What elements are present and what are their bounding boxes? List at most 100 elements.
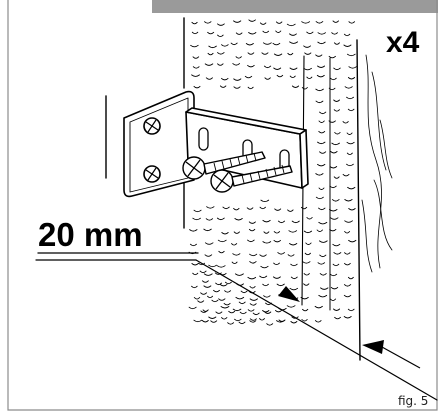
texture-stroke — [343, 44, 352, 47]
texture-stroke — [266, 323, 274, 326]
texture-stroke — [235, 56, 242, 59]
texture-stroke — [245, 43, 254, 46]
texture-stroke — [318, 294, 328, 298]
texture-stroke — [234, 218, 243, 221]
texture-stroke — [249, 318, 257, 321]
texture-stroke — [233, 231, 240, 234]
texture-stroke — [259, 275, 268, 279]
texture-stroke — [247, 239, 255, 243]
texture-stroke — [239, 311, 247, 315]
texture-stroke — [348, 239, 357, 243]
texture-stroke — [287, 254, 295, 257]
texture-stroke — [304, 52, 312, 55]
texture-stroke — [344, 231, 351, 234]
texture-stroke — [198, 262, 206, 266]
texture-stroke — [204, 254, 213, 257]
texture-stroke — [201, 320, 209, 323]
texture-stroke — [232, 253, 241, 256]
texture-stroke — [193, 297, 201, 300]
texture-stroke — [233, 86, 241, 89]
texture-stroke — [347, 276, 354, 280]
texture-stroke — [197, 300, 205, 303]
texture-stroke — [217, 23, 225, 26]
texture-stroke — [260, 265, 269, 269]
texture-stroke — [262, 241, 272, 244]
texture-stroke — [317, 65, 326, 68]
texture-stroke — [275, 309, 282, 313]
texture-stroke — [319, 151, 327, 154]
texture-stroke — [262, 219, 271, 223]
texture-stroke — [273, 239, 281, 243]
texture-stroke — [248, 19, 256, 22]
texture-stroke — [247, 64, 255, 68]
texture-stroke — [213, 289, 220, 293]
texture-stroke — [289, 243, 298, 246]
texture-stroke — [240, 290, 248, 294]
figure-label: fig. 5 — [398, 394, 429, 408]
texture-stroke — [233, 207, 240, 211]
texture-stroke — [215, 311, 223, 314]
texture-stroke — [305, 242, 312, 245]
texture-stroke — [318, 120, 325, 123]
texture-stroke — [290, 321, 298, 324]
texture-stroke — [304, 252, 311, 256]
wood-grain — [361, 54, 393, 273]
texture-stroke — [289, 67, 298, 70]
texture-stroke — [223, 302, 231, 306]
texture-stroke — [205, 218, 214, 221]
texture-stroke — [347, 108, 355, 112]
texture-stroke — [317, 41, 326, 45]
texture-stroke — [315, 100, 324, 104]
texture-stroke — [217, 34, 224, 38]
texture-stroke — [234, 273, 244, 276]
texture-stroke — [332, 263, 340, 267]
texture-stroke — [331, 199, 340, 202]
texture-stroke — [315, 173, 324, 176]
texture-stroke — [249, 253, 258, 257]
texture-stroke — [290, 263, 298, 267]
texture-stroke — [301, 87, 308, 90]
texture-stroke — [318, 130, 326, 134]
texture-stroke — [227, 322, 235, 325]
texture-stroke — [235, 296, 245, 300]
texture-stroke — [301, 319, 308, 322]
texture-stroke — [244, 75, 253, 79]
texture-stroke — [329, 166, 338, 169]
texture-stroke — [346, 132, 353, 135]
texture-stroke — [331, 142, 340, 146]
texture-stroke — [290, 276, 298, 280]
texture-stroke — [343, 294, 352, 298]
texture-stroke — [287, 209, 294, 212]
texture-stroke — [224, 290, 232, 293]
texture-stroke — [302, 308, 309, 312]
texture-stroke — [342, 121, 349, 124]
texture-stroke — [317, 163, 326, 167]
texture-stroke — [192, 56, 200, 59]
texture-stroke — [264, 311, 272, 314]
texture-stroke — [259, 318, 265, 321]
texture-stroke — [300, 206, 308, 210]
texture-stroke — [217, 63, 224, 66]
texture-stroke — [235, 32, 243, 35]
texture-stroke — [333, 176, 340, 179]
texture-stroke — [302, 261, 311, 264]
texture-stroke — [306, 217, 313, 220]
dimension-lines — [35, 252, 438, 401]
texture-stroke — [231, 261, 238, 265]
texture-stroke — [216, 217, 225, 221]
texture-stroke — [272, 276, 281, 279]
texture-stroke — [333, 67, 341, 71]
texture-stroke — [333, 252, 342, 255]
texture-stroke — [190, 44, 199, 48]
texture-stroke — [203, 273, 213, 276]
texture-stroke — [259, 206, 266, 210]
texture-stroke — [343, 316, 352, 319]
texture-stroke — [329, 228, 337, 232]
texture-stroke — [333, 99, 340, 102]
texture-stroke — [247, 86, 254, 90]
texture-stroke — [346, 152, 353, 156]
texture-stroke — [319, 254, 327, 258]
texture-stroke — [347, 186, 356, 190]
texture-stroke — [318, 221, 328, 225]
texture-stroke — [207, 31, 215, 35]
